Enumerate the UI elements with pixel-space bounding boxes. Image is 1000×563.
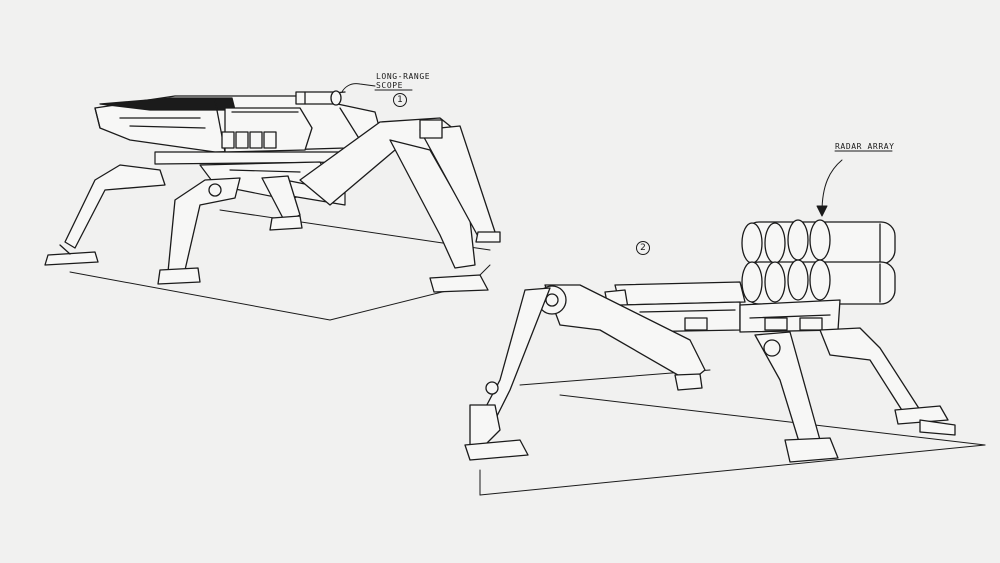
scope-label-line1: LONG-RANGE	[376, 72, 431, 81]
annotation-arrows	[341, 83, 893, 217]
scope-leader-line	[341, 83, 376, 93]
radar-array-label: RADAR ARRAY	[835, 142, 895, 151]
mech-2-drawing	[464, 219, 986, 496]
mech-number-1: 1	[393, 93, 407, 107]
mech-2-radar-pods	[741, 219, 896, 305]
mech-2-legs	[464, 284, 956, 463]
mech-2-ground-plane	[479, 369, 986, 496]
mech-1-legs	[44, 117, 501, 293]
radar-leader-line	[821, 159, 843, 213]
radar-arrowhead	[816, 205, 828, 217]
mech-number-2: 2	[636, 241, 650, 255]
mech-1-hull	[94, 91, 381, 153]
scope-label-line2: SCOPE	[376, 81, 404, 90]
mech-1-drawing	[44, 90, 501, 321]
mech-1-scope	[295, 90, 342, 106]
